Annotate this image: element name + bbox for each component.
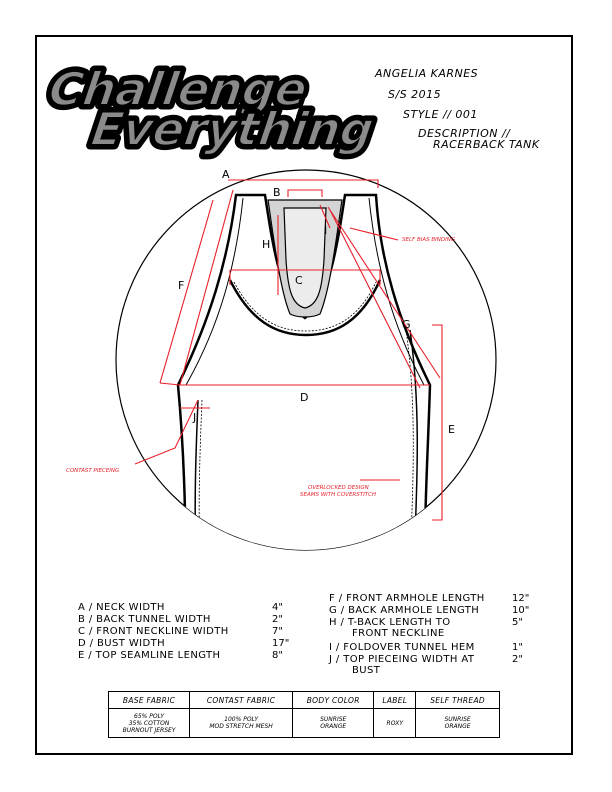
spec-a-value: 4" <box>272 602 283 613</box>
label-G: G <box>402 318 411 331</box>
spec-g-value: 10" <box>512 605 530 616</box>
header-base-fabric: BASE FABRIC <box>107 691 191 709</box>
back-tunnel <box>283 207 327 309</box>
spec-f-value: 12" <box>512 593 530 604</box>
spec-i-label: I / FOLDOVER TUNNEL HEM <box>329 642 475 653</box>
front-neckline <box>228 279 382 337</box>
callout-overlocked-2: SEAMS WITH COVERSTITCH <box>300 492 376 498</box>
designer-name: ANGELIA KARNES <box>375 67 479 80</box>
spec-e-label: E / TOP SEAMLINE LENGTH <box>78 650 221 661</box>
label-F: F <box>178 279 184 292</box>
spec-h-value: 5" <box>512 617 523 628</box>
table-header-row: BASE FABRIC CONTAST FABRIC BODY COLOR LA… <box>107 691 500 709</box>
spec-j-value: 2" <box>512 654 523 665</box>
header-label: LABEL <box>373 691 417 709</box>
spec-j-label: J / TOP PIECEING WIDTH AT <box>329 654 475 665</box>
label-H: H <box>262 238 270 251</box>
label-A: A <box>222 168 230 181</box>
fabric-info-table: BASE FABRIC CONTAST FABRIC BODY COLOR LA… <box>107 691 500 738</box>
description-value: RACERBACK TANK <box>433 138 540 151</box>
spec-g-label: G / BACK ARMHOLE LENGTH <box>329 605 480 616</box>
spec-h-label-2: FRONT NECKLINE <box>352 628 445 639</box>
label-J: J <box>192 411 196 424</box>
label-B: B <box>273 186 281 199</box>
spec-f-label: F / FRONT ARMHOLE LENGTH <box>329 593 485 604</box>
cell-label: ROXY <box>373 708 417 738</box>
spec-j-label-2: BUST <box>352 665 381 676</box>
header-contrast-fabric: CONTAST FABRIC <box>189 691 294 709</box>
left-armhole-binding <box>185 197 244 386</box>
spec-e-value: 8" <box>272 650 283 661</box>
season: S/S 2015 <box>388 88 442 101</box>
spec-a-label: A / NECK WIDTH <box>78 602 165 613</box>
header-self-thread: SELF THREAD <box>415 691 500 709</box>
style-number: STYLE // 001 <box>403 108 478 121</box>
measurement-lines <box>134 179 443 521</box>
spec-c-value: 7" <box>272 626 283 637</box>
callout-contrast: CONTAST PIECEING <box>66 468 119 474</box>
label-I: I <box>324 224 327 237</box>
header-body-color: BODY COLOR <box>292 691 375 709</box>
label-C: C <box>295 274 303 287</box>
label-D: D <box>300 391 308 404</box>
spec-h-label: H / T-BACK LENGTH TO <box>329 617 451 628</box>
spec-sheet-border <box>35 35 573 755</box>
spec-c-label: C / FRONT NECKLINE WIDTH <box>78 626 229 637</box>
spec-i-value: 1" <box>512 642 523 653</box>
spec-d-value: 17" <box>272 638 290 649</box>
callout-overlocked-1: OVERLOCKED DESIGN <box>308 485 369 491</box>
callout-self-bias: SELF BIAS BINDING <box>402 237 455 243</box>
description-label: DESCRIPTION // <box>418 127 511 140</box>
spec-d-label: D / BUST WIDTH <box>78 638 166 649</box>
label-E: E <box>448 423 455 436</box>
spec-b-label: B / BACK TUNNEL WIDTH <box>78 614 211 625</box>
spec-b-value: 2" <box>272 614 283 625</box>
right-armhole-binding <box>368 197 425 386</box>
